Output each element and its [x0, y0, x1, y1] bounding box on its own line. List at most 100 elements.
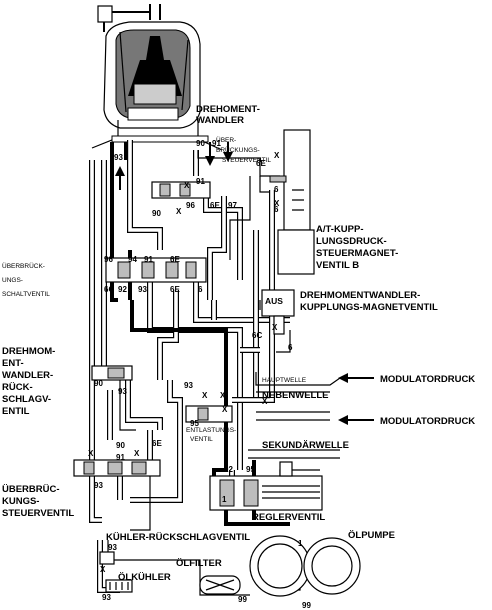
ueberbrueckungsschaltventil-label-3: SCHALTVENTIL: [2, 291, 50, 298]
port-96: 96: [186, 201, 195, 210]
kupplungsmagnetventil-label-1: DREHMOMENTWANDLER-: [300, 290, 420, 301]
lockup-shift-valve: [105, 257, 207, 283]
rueckschlagventil-label-2: ENT-: [2, 358, 24, 369]
lockup-solenoid: [261, 289, 295, 335]
ueberbrueckungssteuerventil-small-1: ÜBER-: [216, 136, 236, 144]
oelkuehler-label: ÖLKÜHLER: [118, 572, 171, 583]
drain-x: X: [262, 397, 268, 406]
atkupplung-label-1: A/T-KUPP-: [316, 224, 364, 235]
port-91: 91: [212, 139, 221, 148]
port-93: 93: [94, 481, 103, 490]
port-93: 93: [138, 285, 147, 294]
port-92: 92: [118, 285, 127, 294]
oelfilter-label: ÖLFILTER: [176, 558, 222, 569]
port-6: 6: [274, 205, 279, 214]
drehomentwandler-label-2: WANDLER: [196, 115, 244, 126]
cooler-check-valve: [99, 551, 115, 565]
port-93: 93: [118, 387, 127, 396]
port-6: 6: [274, 185, 279, 194]
drain-x: X: [88, 449, 94, 458]
atkupplung-label-4: VENTIL B: [316, 260, 359, 271]
rueckschlagventil-label-5: SCHLAGV-: [2, 394, 51, 405]
reglerventil-label: REGLERVENTIL: [252, 512, 325, 523]
port-99: 99: [302, 601, 311, 610]
port-93: 93: [108, 543, 117, 552]
ueberbrueckungssteuerventil-small-2: BRÜCKUNGS-: [216, 146, 260, 154]
port-97: 97: [228, 201, 237, 210]
aus-label: AUS: [265, 296, 283, 306]
ueberbrueckungssteuerventil-label-2: KUNGS-: [2, 496, 39, 507]
sekundaerwelle-label: SEKUNDÄRWELLE: [262, 440, 349, 451]
port-6e: 6E: [256, 159, 266, 168]
entlastungsventil-label-2: VENTIL: [190, 436, 213, 443]
port-90: 90: [94, 379, 103, 388]
port-6e: 6E: [170, 255, 180, 264]
port-6c: 6C: [252, 331, 262, 340]
hydraulic-passages: [89, 140, 341, 596]
torque-converter-check-valve: [91, 365, 133, 381]
oelpumpe-label: ÖLPUMPE: [348, 530, 395, 541]
rueckschlagventil-label-6: ENTIL: [2, 406, 30, 417]
port-92: 92: [224, 465, 233, 474]
modulatordruck-label-1: MODULATORDRUCK: [380, 374, 475, 385]
port-90: 90: [116, 441, 125, 450]
ueberbrueckungsschaltventil-label-1: ÜBERBRÜCK-: [2, 262, 45, 270]
torque-converter: [91, 4, 223, 151]
relief-valve: [185, 405, 233, 423]
drain-x: X: [222, 405, 228, 414]
modulator-arrows: [338, 373, 374, 425]
port-93: 93: [114, 153, 123, 162]
port-93: 93: [184, 381, 193, 390]
port-91: 91: [116, 453, 125, 462]
port-6e: 6E: [152, 439, 162, 448]
nebenwelle-label: NEBENWELLE: [262, 390, 329, 401]
port-95: 95: [246, 465, 255, 474]
drain-markers: X X X X X X X X X X X X: [88, 151, 280, 574]
port-1: 1: [222, 495, 227, 504]
ueberbrueckungsschaltventil-label-2: UNGS-: [2, 277, 23, 284]
kuehlerrueckschlagventil-label: KÜHLER-RÜCKSCHLAGVENTIL: [106, 532, 250, 543]
drain-x: X: [176, 207, 182, 216]
solenoid-valve-b: [269, 129, 315, 275]
port-6: 6: [288, 343, 293, 352]
port-91: 91: [196, 177, 205, 186]
port-94: 94: [128, 255, 137, 264]
drain-x: X: [272, 323, 278, 332]
port-91: 91: [144, 255, 153, 264]
lockup-control-valve: [73, 459, 161, 477]
port-90: 90: [196, 139, 205, 148]
drain-x: X: [184, 181, 190, 190]
port-6: 6: [198, 285, 203, 294]
port-6e: 6E: [170, 285, 180, 294]
port-6e: 6E: [210, 201, 220, 210]
rueckschlagventil-label-3: WANDLER-: [2, 370, 53, 381]
port-1: 1: [298, 539, 303, 548]
oil-pump: [249, 535, 361, 597]
atkupplung-label-3: STEUERMAGNET-: [316, 248, 398, 259]
ueberbrueckungssteuerventil-label-3: STEUERVENTIL: [2, 508, 74, 519]
modulatordruck-label-2: MODULATORDRUCK: [380, 416, 475, 427]
port-93: 93: [102, 593, 111, 602]
hauptwelle-label: HAUPTWELLE: [262, 377, 307, 384]
atkupplung-label-2: LUNGSDRUCK-: [316, 236, 387, 247]
oil-cooler: [105, 579, 133, 593]
entlastungsventil-label-1: ENTLASTUNGS-: [186, 427, 236, 434]
ueberbrueckungssteuerventil-small-3: STEUERVENTIL: [222, 157, 271, 164]
port-6c: 6C: [104, 285, 114, 294]
drain-x: X: [100, 565, 106, 574]
port-90: 90: [152, 209, 161, 218]
drain-x: X: [274, 151, 280, 160]
port-99: 99: [238, 595, 247, 604]
port-number-labels: 93 90 91 91 90 96 6E 97 6E 6 6 96 94 91 …: [94, 139, 311, 610]
drain-x: X: [220, 391, 226, 400]
rueckschlagventil-label-4: RÜCK-: [2, 382, 33, 393]
ueberbrueckungssteuerventil-label-1: ÜBERBRÜC-: [2, 484, 60, 495]
port-96: 96: [104, 255, 113, 264]
kupplungsmagnetventil-label-2: KUPPLUNGS-MAGNETVENTIL: [300, 302, 438, 313]
regulator-valve: [209, 461, 323, 511]
lockup-timing-valve: [151, 181, 211, 199]
drain-x: X: [202, 391, 208, 400]
drain-x: X: [134, 449, 140, 458]
rueckschlagventil-label-1: DREHMOM-: [2, 346, 55, 357]
